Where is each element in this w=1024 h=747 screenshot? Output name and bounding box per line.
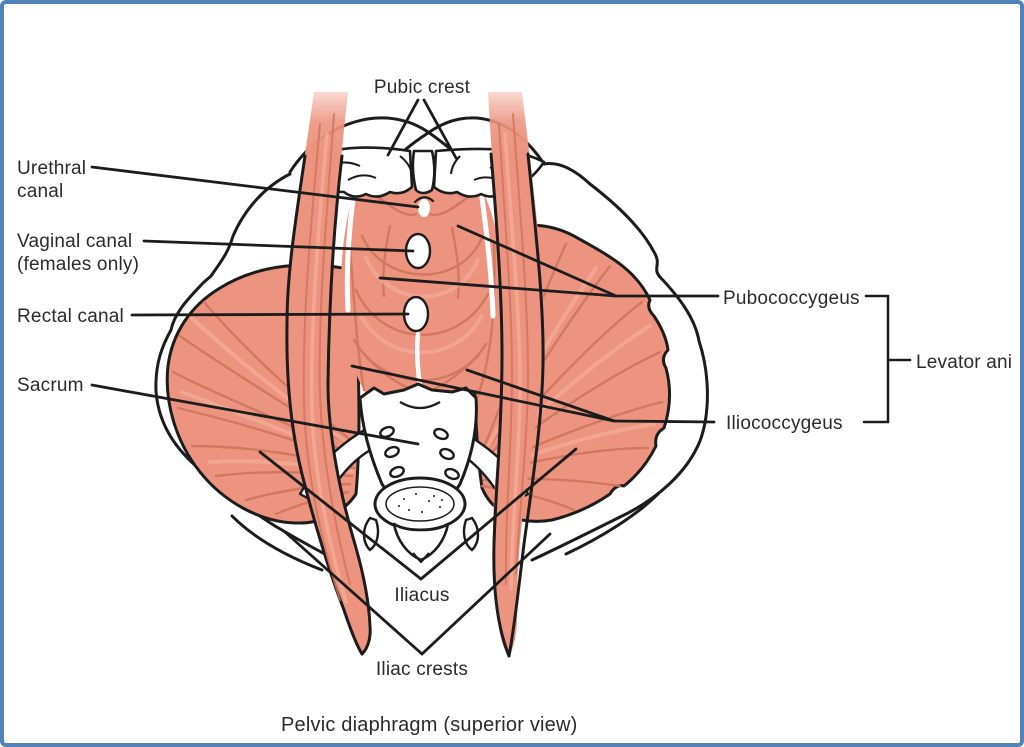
leader-sacrum — [90, 383, 420, 446]
leader-iliacus-left — [258, 450, 423, 581]
pubic-symphysis — [411, 149, 436, 195]
fascia-gap-right — [479, 195, 496, 319]
leader-pubic-crest-left — [386, 98, 420, 157]
psoas-strap-right — [488, 92, 545, 658]
leader-vaginal-canal — [142, 239, 415, 253]
pelvis-rim-right — [530, 161, 709, 562]
figure-caption: Pelvic diaphragm (superior view) — [281, 714, 578, 736]
leader-iliac-crests-right — [420, 532, 552, 656]
urethral-opening — [413, 196, 435, 217]
label-iliococcygeus: Iliococcygeus — [726, 413, 843, 434]
leader-iliacus-right — [419, 447, 578, 581]
coccyx-disc-stipple — [398, 493, 443, 513]
leader-pubococcygeus-a — [456, 224, 618, 298]
pelvic-diaphragm-illustration — [90, 92, 912, 658]
leader-iliac-crests-left — [283, 530, 424, 656]
label-sacrum: Sacrum — [17, 375, 84, 396]
sacrospinous-hook-right — [462, 516, 480, 552]
sacrum-bone — [358, 382, 478, 498]
coccyx-tip — [392, 522, 450, 562]
leader-pubic-crest-right — [422, 98, 458, 160]
leader-iliococcygeus-a — [350, 364, 616, 423]
coccyx-disc — [373, 476, 467, 532]
leader-lines — [90, 98, 720, 656]
fascia-gap-left — [344, 189, 357, 313]
sacral-foramina — [379, 425, 460, 481]
psoas-strap-left — [285, 92, 372, 656]
label-iliacus: Iliacus — [394, 585, 450, 606]
label-urethral-canal: Urethral canal — [17, 158, 87, 202]
leader-rectal-canal — [130, 312, 410, 317]
leader-urethral-canal — [90, 165, 420, 209]
iliac-wing-lower-right — [564, 492, 660, 556]
leader-iliococcygeus-b — [465, 368, 616, 423]
label-levator-ani: Levator ani — [916, 352, 1013, 373]
pelvis-rim-left — [154, 172, 350, 568]
leader-iliococcygeus-h — [612, 419, 716, 424]
iliac-wing-lower-left — [230, 514, 324, 572]
label-vaginal-canal: Vaginal canal (females only) — [17, 231, 140, 275]
label-rectal-canal: Rectal canal — [17, 306, 124, 327]
label-pubococcygeus: Pubococcygeus — [723, 288, 860, 309]
leader-pubococcygeus-b — [378, 276, 618, 298]
levator-ani-bracket — [862, 294, 912, 424]
label-pubic-crest: Pubic crest — [373, 77, 471, 98]
label-iliac-crests: Iliac crests — [375, 659, 469, 680]
